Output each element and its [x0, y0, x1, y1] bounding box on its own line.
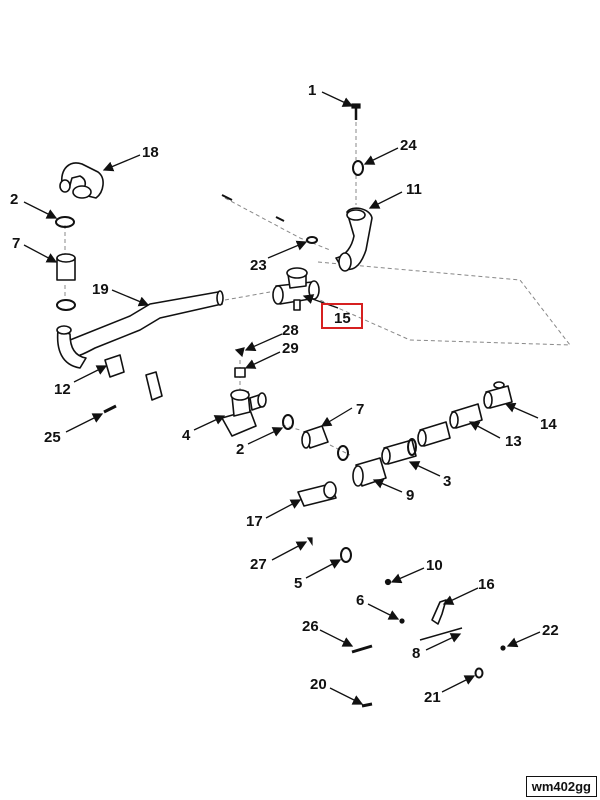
callout-7-left: 7 — [12, 235, 20, 252]
callout-13: 13 — [505, 433, 522, 450]
callout-2-lower: 2 — [236, 441, 244, 458]
part-23-clip — [306, 236, 318, 244]
part-15-tee-fitting — [272, 267, 320, 311]
callout-28: 28 — [282, 322, 299, 339]
callout-21: 21 — [424, 689, 441, 706]
callout-14: 14 — [540, 416, 557, 433]
part-26-rod — [351, 644, 373, 654]
part-8-pin — [419, 627, 463, 641]
callout-23: 23 — [250, 257, 267, 274]
part-7-sleeve-left — [56, 253, 76, 281]
part-10-washer — [384, 578, 392, 586]
small-screw-parts — [221, 194, 285, 222]
part-5-o-ring — [340, 547, 352, 563]
callout-5: 5 — [294, 575, 302, 592]
part-6-ball — [399, 618, 405, 624]
callout-highlight-box — [321, 303, 363, 329]
callout-26: 26 — [302, 618, 319, 635]
callout-12: 12 — [54, 381, 71, 398]
part-20-pin — [361, 702, 373, 708]
callout-6: 6 — [356, 592, 364, 609]
part-2-clamp-lower — [282, 414, 294, 430]
callout-10: 10 — [426, 557, 443, 574]
part-4-housing — [221, 389, 267, 437]
clamp-lower-right — [337, 445, 349, 461]
callout-2-upper: 2 — [10, 191, 18, 208]
clamp-left-lower — [56, 299, 76, 311]
part-21-washer — [474, 667, 484, 679]
part-9-tee — [352, 457, 387, 487]
part-27-clip — [306, 537, 313, 546]
callout-7-lower: 7 — [356, 401, 364, 418]
part-1-screw — [351, 103, 361, 120]
part-11-elbow-hose — [335, 207, 373, 272]
part-28-fastener — [234, 347, 245, 358]
callout-29: 29 — [282, 340, 299, 357]
callout-15: 15 — [334, 310, 351, 327]
callout-19: 19 — [92, 281, 109, 298]
part-7-sleeve-lower — [301, 425, 329, 449]
callout-8: 8 — [412, 645, 420, 662]
part-22-small-part — [500, 645, 506, 651]
callout-1: 1 — [308, 82, 316, 99]
diagram-code-label: wm402gg — [525, 776, 597, 797]
callout-22: 22 — [542, 622, 559, 639]
callout-27: 27 — [250, 556, 267, 573]
callout-labels: 1 2 2 3 4 5 6 7 7 8 9 10 11 12 13 14 15 … — [10, 82, 559, 706]
part-17-bracket — [297, 481, 337, 507]
part-14-end-fitting — [483, 381, 513, 409]
callout-9: 9 — [406, 487, 414, 504]
part-13-pipe — [417, 403, 483, 447]
part-16-lever — [431, 599, 447, 625]
callout-20: 20 — [310, 676, 327, 693]
callout-18: 18 — [142, 144, 159, 161]
callout-25: 25 — [44, 429, 61, 446]
leader-lines — [23, 91, 541, 705]
part-12-bracket — [104, 354, 163, 401]
part-18-hose — [59, 162, 104, 199]
part-24-ring — [352, 160, 364, 176]
part-29-nut — [234, 367, 246, 378]
callout-3: 3 — [443, 473, 451, 490]
callout-16: 16 — [478, 576, 495, 593]
part-2-clamp-upper — [55, 216, 75, 228]
callout-11: 11 — [406, 181, 422, 198]
callout-17: 17 — [246, 513, 263, 530]
callout-24: 24 — [400, 137, 417, 154]
part-19-pipe — [56, 290, 224, 369]
callout-4: 4 — [182, 427, 191, 444]
part-3-pipe — [381, 438, 417, 465]
part-25-screw — [103, 404, 117, 414]
